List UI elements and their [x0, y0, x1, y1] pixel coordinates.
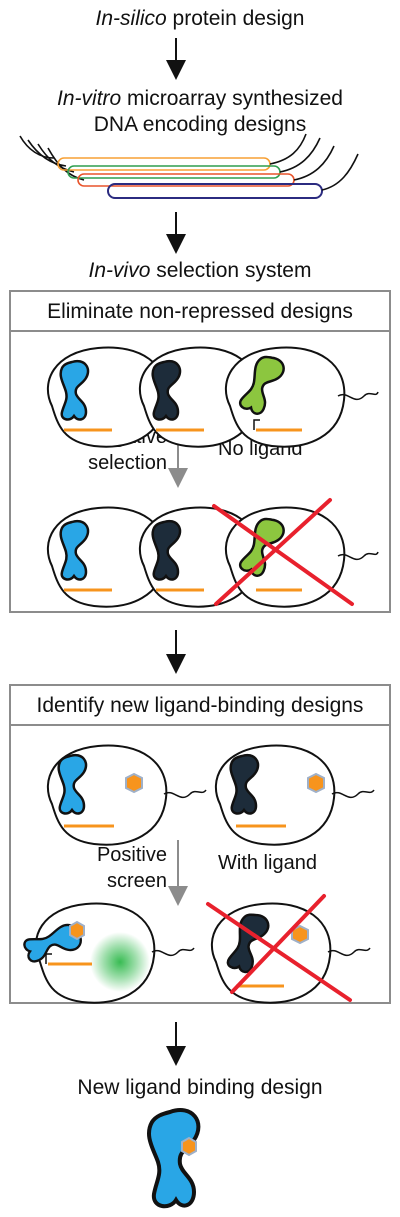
screen-label: screen	[106, 870, 167, 892]
insilico-emph: In-silico	[95, 7, 167, 30]
step-insilico-text: In-silico protein design	[0, 6, 400, 31]
final-design-text: New ligand binding design	[77, 1076, 323, 1099]
strand-navy	[107, 183, 323, 199]
cell-2d	[210, 902, 371, 1004]
strand-green	[67, 165, 281, 179]
selection-label: selection	[88, 452, 167, 474]
positive-label: Positive	[96, 844, 167, 866]
cell-1e	[138, 506, 260, 608]
ligand-2d	[291, 924, 309, 945]
panel2-left-label: Positive screen	[37, 842, 167, 894]
final-ligand	[181, 1136, 197, 1157]
invivo-emph: In-vivo	[88, 259, 151, 282]
cell-2b	[214, 744, 375, 846]
gfp-glow	[90, 932, 150, 992]
step-invitro-line2: DNA encoding designs	[93, 113, 307, 136]
step-invivo-text: In-vivo selection system	[0, 258, 400, 283]
ligand-2c	[69, 920, 85, 941]
reject-x-1	[212, 498, 354, 606]
insilico-rest: protein design	[166, 7, 305, 30]
invivo-rest: selection system	[150, 259, 312, 282]
ligand-2a	[125, 772, 143, 794]
invitro-emph: In-vitro	[57, 87, 122, 110]
ligand-2b	[307, 772, 325, 794]
cell-1b	[138, 346, 260, 448]
cell-1c	[224, 346, 379, 448]
microarray-strands	[19, 133, 359, 199]
panel2-right-label: With ligand	[218, 852, 317, 874]
cell-1a	[46, 346, 168, 448]
panel2-title: Identify new ligand-binding designs	[11, 686, 389, 726]
cell-1f	[224, 506, 379, 608]
invitro-rest: microarray synthesized	[121, 87, 343, 110]
final-protein	[147, 1108, 201, 1209]
panel1-title: Eliminate non-repressed designs	[11, 292, 389, 332]
strand-orange	[57, 157, 271, 171]
step-invitro-text: In-vitro microarray synthesized	[0, 86, 400, 111]
cell-1d	[46, 506, 168, 608]
reject-x-2	[206, 894, 352, 1002]
cell-2a	[46, 744, 207, 846]
cell-2c	[21, 902, 195, 1004]
